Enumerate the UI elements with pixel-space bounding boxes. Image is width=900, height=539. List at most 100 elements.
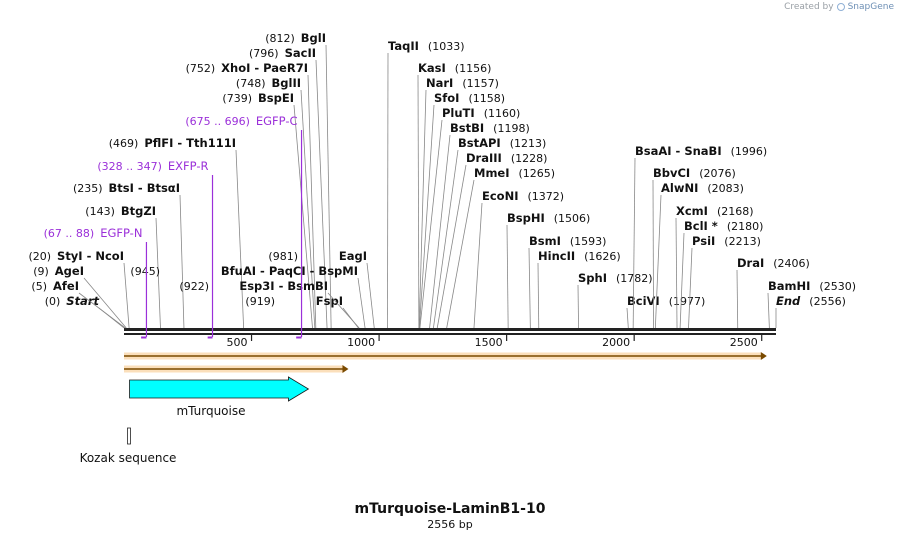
site-agei-name: AgeI — [55, 264, 84, 278]
feature-mturquoise-arrow — [129, 376, 310, 402]
site-eagi-leader — [366, 262, 375, 329]
site-drai-leader — [736, 269, 739, 329]
site-pflfi-leader — [235, 149, 245, 329]
site-eagi-name: EagI — [339, 249, 367, 263]
site-kasi-name: KasI — [418, 61, 446, 75]
site-hincii-name: HincII — [538, 249, 575, 263]
site-bcli-leader — [679, 232, 685, 329]
scale-tick-label: 2500 — [730, 336, 758, 349]
site-bsmi-leader — [528, 247, 531, 329]
site-bstapi-position: (1213) — [510, 137, 547, 150]
orf-1-arrowhead — [342, 365, 349, 373]
site-agei-position: (9) — [33, 265, 49, 278]
site-bbvci-position: (2076) — [699, 167, 736, 180]
site-xcmi-position: (2168) — [717, 205, 754, 218]
site-psii-position: (2213) — [724, 235, 761, 248]
scale-tick-label: 500 — [227, 336, 248, 349]
site-mmei-name: MmeI — [474, 166, 510, 180]
site-xhoi-leader — [307, 74, 317, 329]
site-styi-position: (20) — [28, 250, 51, 263]
site-sacii-name: SacII — [285, 46, 316, 60]
plasmid-length: 2556 bp — [427, 518, 472, 531]
site-alwni-name: AlwNI — [661, 181, 698, 195]
site-econi-name: EcoNI — [482, 189, 518, 203]
site-bcli-name: BclI * — [684, 219, 718, 233]
site-xcmi-leader — [675, 217, 678, 329]
primer-egfp-n-range: (67 .. 88) — [44, 227, 95, 240]
site-bsphi-name: BspHI — [507, 211, 545, 225]
site-bgli-leader — [325, 44, 332, 329]
snapgene-logo-icon — [836, 3, 845, 11]
feature-mturquoise-label: mTurquoise — [176, 404, 245, 418]
site-xhoi-name: XhoI - PaeR7I — [221, 61, 308, 75]
site-styi-name: StyI - NcoI — [57, 249, 124, 263]
site-sfoi-name: SfoI — [434, 91, 459, 105]
site-btsi-position: (235) — [73, 182, 103, 195]
site-nari-name: NarI — [426, 76, 453, 90]
site-drai-name: DraI — [737, 256, 764, 270]
primer-egfp-n-name: EGFP-N — [100, 226, 142, 240]
site-sacii-leader — [315, 59, 328, 329]
site-mmei-position: (1265) — [519, 167, 556, 180]
site-hincii-position: (1626) — [584, 250, 621, 263]
site-btgzi-position: (143) — [85, 205, 115, 218]
site-bcivi-position: (1977) — [669, 295, 706, 308]
primer-exfp-r-name: EXFP-R — [168, 159, 209, 173]
feature-kozak-box — [127, 427, 131, 445]
site-start-name: Start — [66, 294, 99, 308]
site-btsi-name: BtsI - BtsαI — [109, 181, 180, 195]
site-bgli-name: BglI — [301, 31, 326, 45]
backbone-bottom-strand — [124, 333, 776, 335]
site-pluti-name: PluTI — [442, 106, 475, 120]
site-hincii-leader — [537, 262, 540, 329]
scale-tick-label: 1500 — [475, 336, 503, 349]
site-draiii-position: (1228) — [511, 152, 548, 165]
site-bsmi-name: BsmI — [529, 234, 561, 248]
site-esp3i-leader — [327, 292, 360, 329]
site-sphi-leader — [577, 284, 579, 329]
site-draiii-name: DraIII — [466, 151, 502, 165]
site-bamhi-position: (2530) — [819, 280, 856, 293]
site-bgli-position: (812) — [265, 32, 295, 45]
site-alwni-leader — [654, 194, 662, 329]
primer-egfp-c-name: EGFP-C — [256, 114, 298, 128]
site-pluti-position: (1160) — [484, 107, 521, 120]
site-bsmi-position: (1593) — [570, 235, 607, 248]
site-psii-leader — [688, 247, 693, 329]
backbone-top-strand — [124, 328, 776, 331]
site-end-name: End — [776, 294, 801, 308]
site-bfuai-name: BfuAI - PaqCI - BspMI — [221, 264, 358, 278]
orf-2-arrowhead — [760, 352, 767, 360]
site-bstapi-leader — [433, 149, 459, 329]
site-bfuai-leader — [357, 277, 366, 329]
credit-brand: SnapGene — [847, 2, 894, 12]
scale-tick-label: 2000 — [602, 336, 630, 349]
site-xhoi-position: (752) — [186, 62, 216, 75]
primer-egfp-c-range: (675 .. 696) — [185, 115, 250, 128]
site-taqii-name: TaqII — [388, 39, 419, 53]
site-bcli-position: (2180) — [727, 220, 764, 233]
site-agei-leader — [83, 277, 127, 329]
site-xcmi-name: XcmI — [676, 204, 708, 218]
site-bbvci-leader — [652, 179, 654, 329]
site-sphi-position: (1782) — [616, 272, 653, 285]
site-bspei-leader — [293, 104, 313, 329]
site-btsi-leader — [179, 194, 185, 329]
site-kasi-leader — [417, 74, 420, 329]
site-econi-leader — [473, 202, 483, 329]
site-bstbi-position: (1198) — [493, 122, 530, 135]
site-fspi-name: FspI — [316, 294, 343, 308]
site-pflfi-position: (469) — [109, 137, 139, 150]
site-pluti-leader — [419, 119, 443, 329]
site-sfoi-leader — [418, 104, 435, 329]
site-nari-position: (1157) — [462, 77, 499, 90]
site-bstbi-leader — [429, 134, 451, 329]
site-bbvci-name: BbvCI — [653, 166, 690, 180]
site-end-position: (2556) — [809, 295, 846, 308]
site-econi-position: (1372) — [527, 190, 564, 203]
site-eagi-position: (981) — [268, 250, 298, 263]
site-bamhi-leader — [767, 292, 770, 329]
scale-tick-label: 1000 — [347, 336, 375, 349]
site-mmei-leader — [446, 179, 475, 329]
